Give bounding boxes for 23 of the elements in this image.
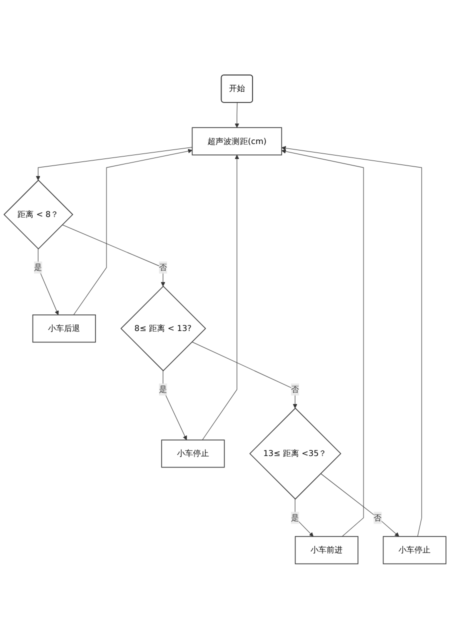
arrow — [62, 224, 166, 287]
arrow — [320, 473, 400, 537]
arrow — [202, 154, 240, 440]
node-diamond: 13≤ 距离 <35？ — [249, 408, 342, 500]
arrow — [73, 149, 192, 316]
node-box: 超声波测距(cm) — [192, 127, 282, 156]
node-box: 小车停止 — [382, 536, 446, 564]
node-diamond: 距离 < 8？ — [4, 180, 74, 250]
edge-label: 是 — [34, 262, 42, 272]
edge-label: 是 — [158, 384, 168, 394]
edge-label: 否 — [158, 262, 168, 272]
edge-label: 否 — [291, 384, 300, 394]
node-box: 小车停止 — [161, 440, 225, 468]
arrow — [192, 342, 298, 408]
arrow — [162, 370, 187, 440]
edge-label: 否 — [374, 512, 382, 522]
node-box: 小车前进 — [294, 536, 358, 564]
edge-label: 是 — [291, 512, 300, 522]
node-diamond: 8≤ 距离 < 13? — [120, 286, 206, 372]
node-box: 小车后退 — [32, 314, 96, 343]
arrow — [234, 102, 240, 128]
arrow — [36, 147, 192, 180]
arrow — [38, 248, 59, 316]
